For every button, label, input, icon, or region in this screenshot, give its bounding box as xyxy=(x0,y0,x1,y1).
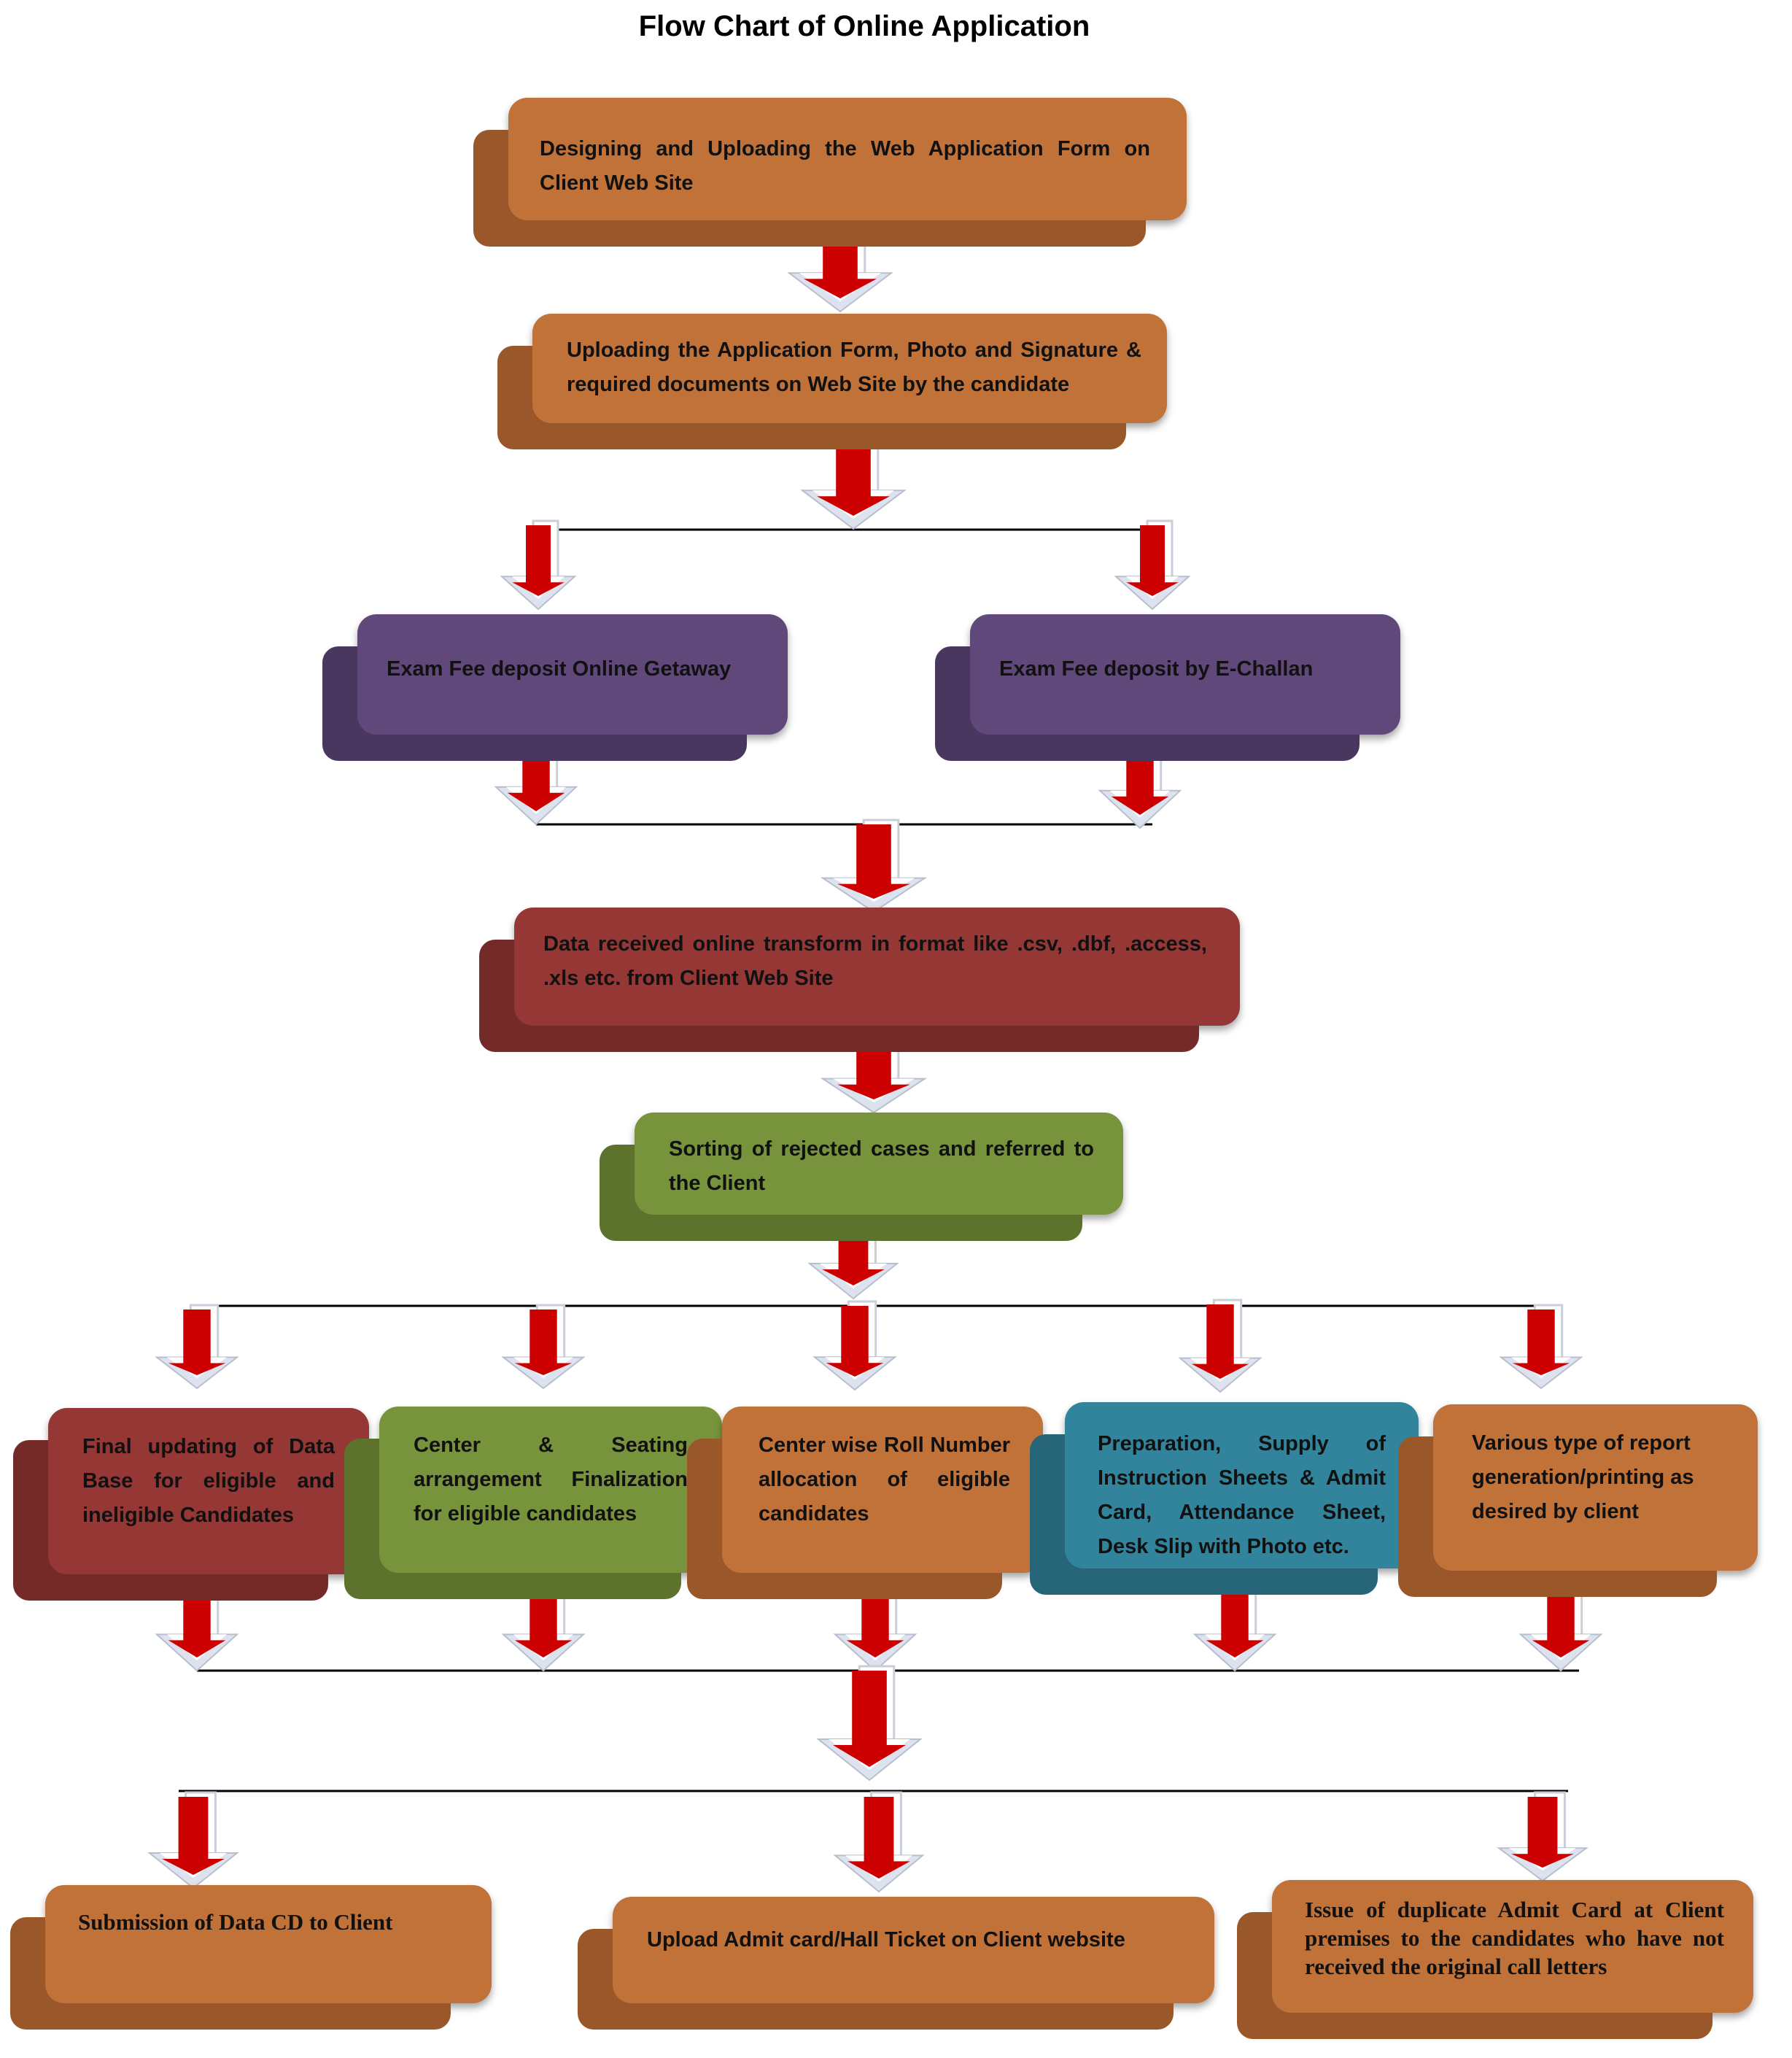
step-sorting-box: Sorting of rejected cases and referred t… xyxy=(635,1113,1123,1215)
page-title: Flow Chart of Online Application xyxy=(638,10,1090,42)
flow-arrow xyxy=(494,720,578,826)
flow-arrow xyxy=(812,1300,897,1391)
step-duplicate-admit-box: Issue of duplicate Admit Card at Client … xyxy=(1272,1880,1753,2013)
flow-arrow xyxy=(501,1304,586,1390)
step-duplicate-admit-text: Issue of duplicate Admit Card at Client … xyxy=(1305,1897,1724,1979)
step-upload-admit-text: Upload Admit card/Hall Ticket on Client … xyxy=(647,1928,1125,1951)
step-candidate-upload-text: Uploading the Application Form, Photo an… xyxy=(567,339,1141,396)
flow-arrow xyxy=(1178,1299,1262,1393)
step-fee-echallan-box: Exam Fee deposit by E-Challan xyxy=(970,614,1400,735)
step-submission-cd-text: Submission of Data CD to Client xyxy=(78,1909,393,1935)
flow-arrow xyxy=(1114,519,1191,611)
flow-arrow xyxy=(820,819,928,913)
step-final-update-text: Final updating of Data Base for eligible… xyxy=(82,1435,335,1527)
flow-arrow xyxy=(147,1791,239,1889)
flow-arrow xyxy=(820,1019,928,1114)
step-preparation-text: Preparation, Supply of Instruction Sheet… xyxy=(1098,1432,1386,1558)
step-fee-online-box: Exam Fee deposit Online Getaway xyxy=(357,614,788,735)
step-preparation-box: Preparation, Supply of Instruction Sheet… xyxy=(1065,1402,1419,1568)
flow-arrow xyxy=(833,1791,925,1893)
flow-arrow xyxy=(807,1202,899,1300)
step-fee-echallan-text: Exam Fee deposit by E-Challan xyxy=(999,657,1314,681)
step-roll-number-box: Center wise Roll Number allocation of el… xyxy=(722,1407,1043,1573)
flow-arrow xyxy=(1192,1570,1277,1672)
step-reports-box: Various type of report generation/printi… xyxy=(1433,1404,1758,1571)
step-upload-admit-box: Upload Admit card/Hall Ticket on Client … xyxy=(613,1897,1214,2003)
step-roll-number-text: Center wise Roll Number allocation of el… xyxy=(759,1434,1010,1525)
flow-arrow xyxy=(833,1570,918,1672)
flow-arrow xyxy=(1518,1570,1603,1672)
flow-arrow xyxy=(155,1570,239,1672)
step-reports-text: Various type of report generation/printi… xyxy=(1472,1431,1694,1523)
step-fee-online-text: Exam Fee deposit Online Getaway xyxy=(387,657,732,681)
step-sorting-text: Sorting of rejected cases and referred t… xyxy=(669,1137,1094,1195)
step-data-transform-box: Data received online transform in format… xyxy=(514,908,1240,1026)
flow-arrow xyxy=(787,204,893,313)
flow-arrow xyxy=(1098,724,1182,829)
step-design-upload-box: Designing and Uploading the Web Applicat… xyxy=(508,98,1187,220)
step-design-upload-text: Designing and Uploading the Web Applicat… xyxy=(540,137,1150,195)
flow-arrow xyxy=(800,421,907,530)
step-candidate-upload-box: Uploading the Application Form, Photo an… xyxy=(532,314,1167,423)
step-final-update-box: Final updating of Data Base for eligible… xyxy=(48,1408,369,1574)
flow-arrow xyxy=(1496,1791,1589,1882)
step-center-seating-text: Center & Seating arrangement Finalizatio… xyxy=(414,1434,688,1525)
flow-arrow xyxy=(1499,1304,1583,1390)
flow-arrow xyxy=(500,519,577,611)
flow-arrow xyxy=(501,1570,586,1672)
flow-arrow xyxy=(155,1304,239,1390)
step-submission-cd-box: Submission of Data CD to Client xyxy=(45,1885,492,2003)
step-data-transform-text: Data received online transform in format… xyxy=(543,932,1207,990)
flow-arrow xyxy=(816,1665,923,1782)
step-center-seating-box: Center & Seating arrangement Finalizatio… xyxy=(379,1407,722,1573)
